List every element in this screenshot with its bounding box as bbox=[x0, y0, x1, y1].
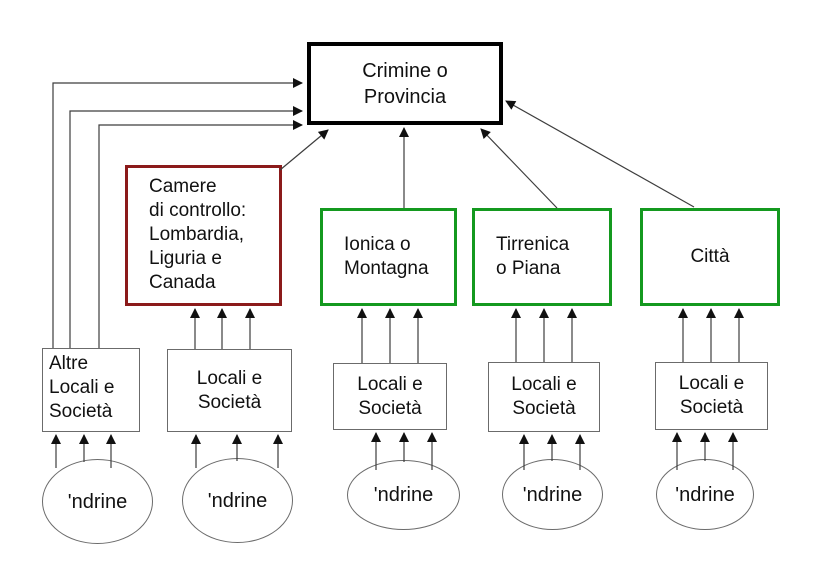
node-citta: Città bbox=[640, 208, 780, 306]
node-ndrine-2: 'ndrine bbox=[182, 458, 293, 543]
node-ndrine-label: 'ndrine bbox=[67, 490, 128, 513]
node-citta-label: Città bbox=[690, 246, 730, 267]
node-camere-di-controllo: Camere di controllo: Lombardia, Liguria … bbox=[125, 165, 282, 306]
node-locali-e-societa-camere: Locali e Società bbox=[167, 349, 292, 432]
node-locali-e-societa-ionica: Locali e Società bbox=[333, 363, 447, 430]
node-tirrenica-label: Tirrenica o Piana bbox=[496, 234, 570, 279]
arrow-citta-to-crimine bbox=[505, 100, 695, 208]
node-locali-label: Locali e Società bbox=[196, 367, 263, 413]
arrow-camere-to-crimine bbox=[279, 129, 329, 171]
node-ndrine-label: 'ndrine bbox=[207, 489, 268, 512]
arrow-tirrenica-to-crimine bbox=[480, 128, 558, 209]
node-ndrine-label: 'ndrine bbox=[373, 484, 434, 506]
node-camere-label: Camere di controllo: Lombardia, Liguria … bbox=[149, 176, 247, 293]
node-locali-label: Locali e Società bbox=[511, 374, 577, 419]
node-altre-locali-e-societa: Altre Locali e Società bbox=[42, 348, 140, 432]
node-ionica-label: Ionica o Montagna bbox=[344, 234, 429, 279]
node-ndrine-label: 'ndrine bbox=[522, 483, 583, 506]
node-locali-label: Locali e Società bbox=[357, 373, 423, 419]
node-tirrenica-o-piana: Tirrenica o Piana bbox=[472, 208, 612, 306]
node-ndrine-label: 'ndrine bbox=[675, 483, 735, 506]
node-ndrine-3: 'ndrine bbox=[347, 460, 460, 530]
node-ndrine-1: 'ndrine bbox=[42, 459, 153, 544]
node-locali-e-societa-tirrenica: Locali e Società bbox=[488, 362, 600, 432]
node-ionica-o-montagna: Ionica o Montagna bbox=[320, 208, 457, 306]
node-crimine-label: Crimine o Provincia bbox=[362, 59, 448, 108]
node-locali-e-societa-citta: Locali e Società bbox=[655, 362, 768, 430]
node-ndrine-4: 'ndrine bbox=[502, 459, 603, 530]
node-locali-label: Locali e Società bbox=[678, 373, 745, 418]
node-ndrine-5: 'ndrine bbox=[656, 459, 754, 530]
node-crimine-o-provincia: Crimine o Provincia bbox=[307, 42, 503, 125]
node-altre-label: Altre Locali e Società bbox=[49, 353, 115, 422]
